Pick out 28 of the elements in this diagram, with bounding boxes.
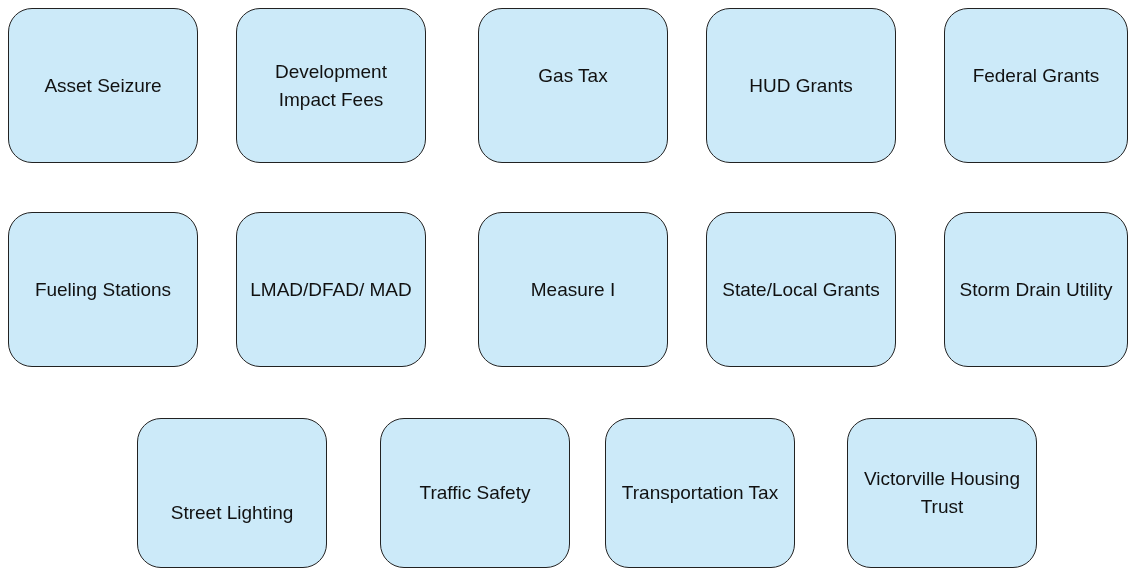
box-label: Fueling Stations bbox=[34, 277, 172, 302]
box-label: Storm Drain Utility bbox=[959, 277, 1113, 302]
box-label: Transportation Tax bbox=[621, 481, 779, 505]
box-label: LMAD/DFAD/ MAD bbox=[250, 277, 412, 302]
box-label: Gas Tax bbox=[538, 63, 608, 88]
box-label: Street Lighting bbox=[170, 501, 294, 525]
rounded-box bbox=[605, 418, 795, 568]
rounded-box bbox=[380, 418, 570, 568]
rounded-box bbox=[478, 212, 668, 367]
box-label: Measure I bbox=[530, 277, 616, 302]
rounded-box bbox=[236, 212, 426, 367]
rounded-box bbox=[8, 8, 198, 163]
rounded-box bbox=[8, 212, 198, 367]
rounded-box bbox=[137, 418, 327, 568]
box-label: Federal Grants bbox=[972, 63, 1100, 88]
rounded-box bbox=[847, 418, 1037, 568]
rounded-box bbox=[236, 8, 426, 163]
box-label: Victorville Housing Trust bbox=[863, 467, 1021, 519]
rounded-box bbox=[944, 212, 1128, 367]
box-label: Traffic Safety bbox=[419, 481, 531, 505]
box-label: Development Impact Fees bbox=[274, 59, 388, 112]
box-label: HUD Grants bbox=[749, 73, 853, 98]
rounded-box bbox=[478, 8, 668, 163]
box-label: State/Local Grants bbox=[722, 277, 880, 302]
rounded-box bbox=[706, 8, 896, 163]
rounded-box bbox=[706, 212, 896, 367]
rounded-box bbox=[944, 8, 1128, 163]
box-label: Asset Seizure bbox=[44, 73, 162, 98]
